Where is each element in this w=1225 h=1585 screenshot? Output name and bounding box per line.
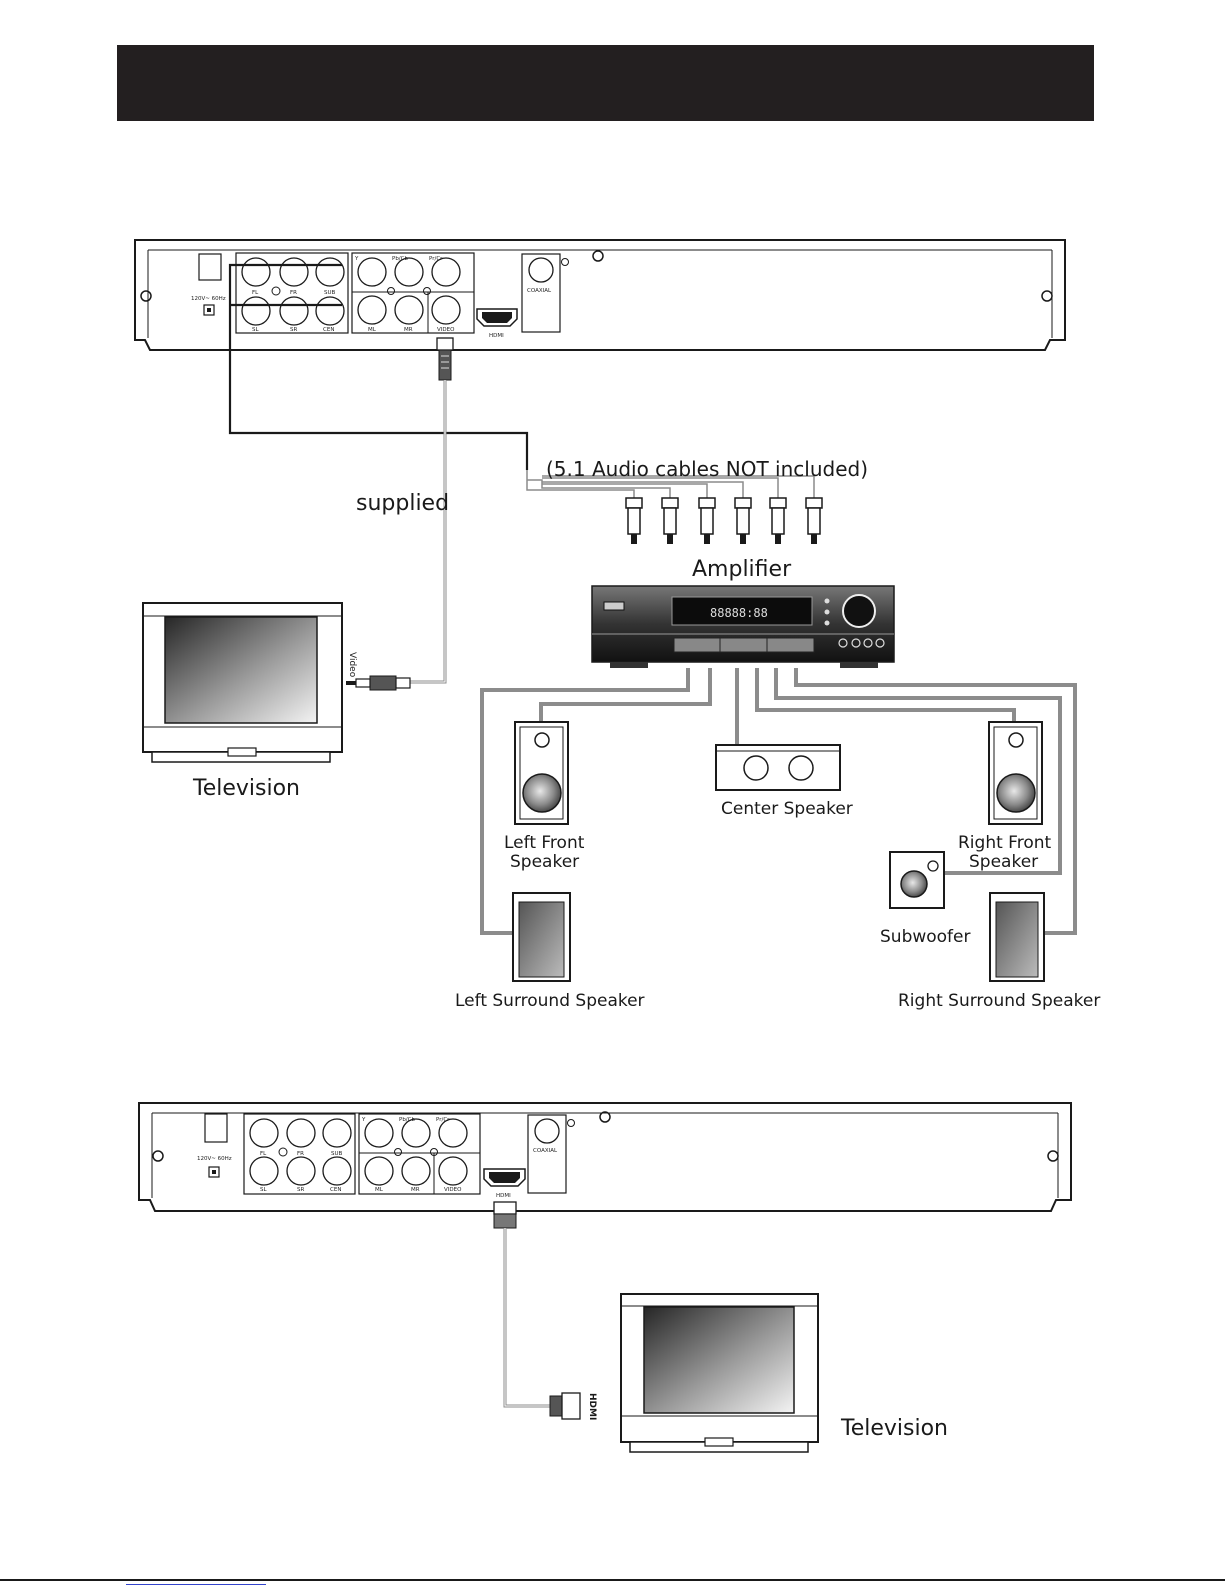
power-cord-socket	[198, 253, 222, 281]
television-top	[142, 602, 343, 763]
jack-label-video: VIDEO	[444, 1187, 462, 1193]
tv-screen	[643, 1306, 795, 1414]
right-surround-label: Right Surround Speaker	[898, 991, 1100, 1011]
screw-icon	[1047, 1150, 1059, 1162]
jack-label-pb: Pb/Cb	[399, 1117, 416, 1123]
right-front-speaker	[988, 721, 1043, 825]
amplifier: 88888:88	[591, 585, 895, 668]
jack-label-fr: FR	[297, 1151, 304, 1157]
jack-label-mr: MR	[404, 327, 413, 333]
woofer-icon	[743, 755, 769, 781]
video-jack-label: Video	[347, 652, 357, 678]
tweeter-icon	[1008, 732, 1024, 748]
video-cable	[346, 337, 454, 691]
coaxial-label: COAXIAL	[527, 288, 552, 294]
dvd-player-back-panel-top: 120V~ 60Hz FL FR SUB SL SR CEN Y Pb/Cb P…	[134, 239, 1066, 351]
tv-screen	[164, 616, 318, 724]
power-rating-label: 120V~ 60Hz	[191, 296, 226, 302]
power-cord-socket	[204, 1113, 228, 1143]
jack-label-y: Y	[354, 256, 359, 262]
amplifier-label: Amplifier	[692, 557, 792, 582]
rca-plug-row	[625, 497, 823, 544]
woofer-icon	[788, 755, 814, 781]
coaxial-label: COAXIAL	[533, 1148, 558, 1154]
jack-label-pr: Pr/Cr	[429, 256, 443, 262]
jack-label-cen: CEN	[323, 327, 334, 333]
right-surround-speaker	[989, 892, 1045, 982]
subwoofer-label: Subwoofer	[880, 927, 971, 947]
center-speaker	[715, 744, 841, 791]
jack-label-sub: SUB	[324, 290, 336, 296]
jack-label-sub: SUB	[331, 1151, 343, 1157]
audio-51-cable-bundle	[526, 470, 815, 500]
coaxial-block	[527, 1114, 567, 1194]
jack-label-mr: MR	[411, 1187, 420, 1193]
hdmi-jack-label: HDMI	[587, 1393, 597, 1420]
jack-label-video: VIDEO	[437, 327, 455, 333]
jack-label-cen: CEN	[330, 1187, 341, 1193]
dvd-player-back-panel-bottom: 120V~ 60Hz FL FR SUB SL SR CEN Y Pb/Cb P…	[138, 1102, 1072, 1212]
woofer-icon	[996, 773, 1036, 813]
screw-icon	[1041, 290, 1053, 302]
television-top-label: Television	[192, 776, 300, 801]
jack-label-sl: SL	[260, 1187, 267, 1193]
screw-icon	[152, 1150, 164, 1162]
jack-label-sl: SL	[252, 327, 259, 333]
left-front-label-line2: Speaker	[510, 852, 579, 872]
left-surround-speaker	[512, 892, 571, 982]
tweeter-icon	[534, 732, 550, 748]
power-rating-label: 120V~ 60Hz	[197, 1156, 232, 1162]
volume-knob-icon	[842, 594, 876, 628]
television-bottom-label: Television	[840, 1416, 948, 1441]
jack-label-ml: ML	[368, 327, 377, 333]
left-front-speaker	[514, 721, 569, 825]
speaker-cables	[480, 668, 1077, 935]
hdmi-cable	[493, 1201, 581, 1420]
jack-label-pr: Pr/Cr	[436, 1117, 450, 1123]
header-band	[117, 45, 1094, 121]
subwoofer	[889, 851, 945, 909]
screw-icon	[140, 290, 152, 302]
audio-51-cable	[228, 263, 529, 470]
jack-label-sr: SR	[290, 327, 297, 333]
hdmi-port-label: HDMI	[489, 333, 504, 339]
cables-note-label: (5.1 Audio cables NOT included)	[546, 457, 868, 481]
jack-label-y: Y	[361, 1117, 366, 1123]
jack-label-ml: ML	[375, 1187, 384, 1193]
screw-icon	[599, 1111, 611, 1123]
amplifier-display	[671, 596, 813, 626]
jack-label-sr: SR	[297, 1187, 304, 1193]
left-front-label-line1: Left Front	[504, 833, 585, 853]
left-surround-label: Left Surround Speaker	[455, 991, 645, 1011]
woofer-icon	[522, 773, 562, 813]
jack-label-fr: FR	[290, 290, 297, 296]
jack-label-fl: FL	[252, 290, 259, 296]
jack-label-fl: FL	[260, 1151, 267, 1157]
right-front-label-line1: Right Front	[958, 833, 1052, 853]
woofer-icon	[900, 870, 928, 898]
hdmi-port-label: HDMI	[496, 1193, 511, 1199]
screw-icon	[592, 250, 604, 262]
amplifier-display-digits: 88888:88	[710, 606, 768, 620]
center-speaker-label: Center Speaker	[721, 799, 853, 819]
television-bottom	[620, 1293, 819, 1453]
right-front-label-line2: Speaker	[969, 852, 1038, 872]
supplied-label: supplied	[356, 491, 449, 516]
jack-label-pb: Pb/Cb	[392, 256, 409, 262]
